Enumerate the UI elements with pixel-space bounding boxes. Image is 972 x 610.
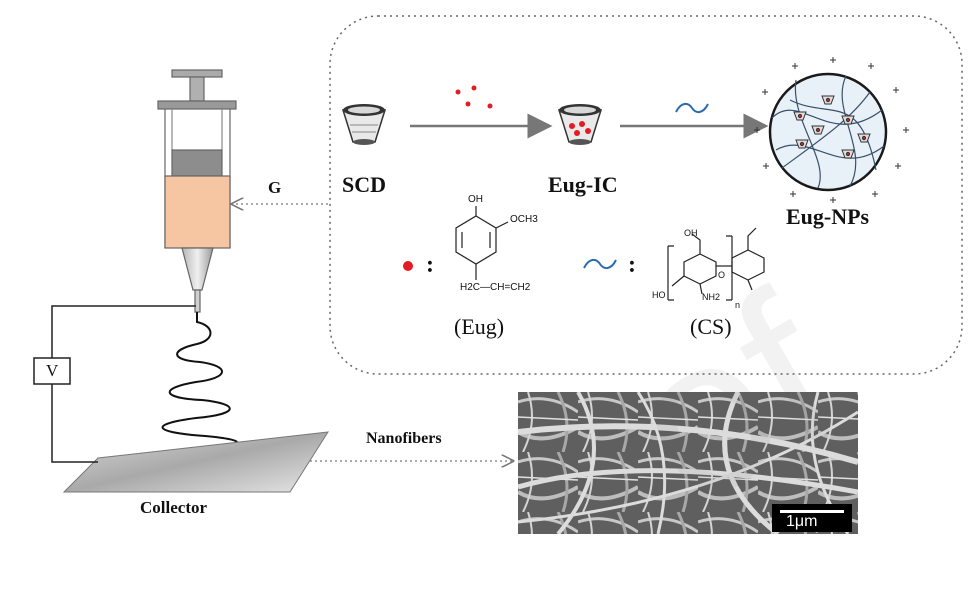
chem-oh: OH [468, 194, 483, 205]
chem-o: O [718, 270, 726, 280]
legend-cs-wave [583, 258, 617, 270]
chitosan-structure [667, 227, 765, 301]
label-colon-cs: : [628, 252, 636, 278]
chem-ho: HO [652, 290, 666, 300]
fiber-jet-spiral [161, 312, 239, 459]
scale-bar: 1μm [772, 504, 852, 532]
chem-och3: OCH3 [510, 214, 538, 225]
label-collector: Collector [140, 498, 208, 517]
eugenol-structure [455, 206, 509, 280]
label-scd: SCD [342, 172, 387, 197]
collector-plate [62, 431, 329, 493]
chem-oh2: OH [684, 228, 698, 238]
eug-nps-particle [768, 72, 888, 192]
scale-bar-label: 1μm [786, 513, 818, 530]
label-colon-eug: : [426, 252, 434, 278]
label-eug-ic: Eug-IC [548, 172, 618, 197]
label-g: G [268, 178, 282, 197]
eug-ic-cup [557, 104, 603, 145]
scd-cup [341, 104, 387, 145]
label-eug-nps: Eug-NPs [786, 204, 870, 229]
label-eug: (Eug) [454, 314, 505, 339]
label-nanofibers: Nanofibers [366, 430, 442, 447]
solution-reservoir [164, 175, 231, 249]
label-voltage: V [46, 361, 59, 380]
diagram-canvas: 1μm SCD Eug-IC Eug-NPs G : : (Eug) (CS) … [33, 15, 963, 552]
chitosan-wave-arrow [675, 102, 709, 114]
circuit-wires [33, 305, 196, 463]
chem-allyl: H2C—CH=CH2 [460, 282, 531, 293]
syringe [157, 69, 237, 313]
chem-nh2: NH2 [702, 292, 721, 302]
legend-eug-dot [403, 261, 413, 271]
label-cs: (CS) [690, 314, 732, 339]
chem-n: n [735, 300, 741, 310]
eugenol-dots [455, 85, 493, 109]
positive-charges [754, 57, 909, 203]
diagram-graphics [33, 15, 963, 493]
